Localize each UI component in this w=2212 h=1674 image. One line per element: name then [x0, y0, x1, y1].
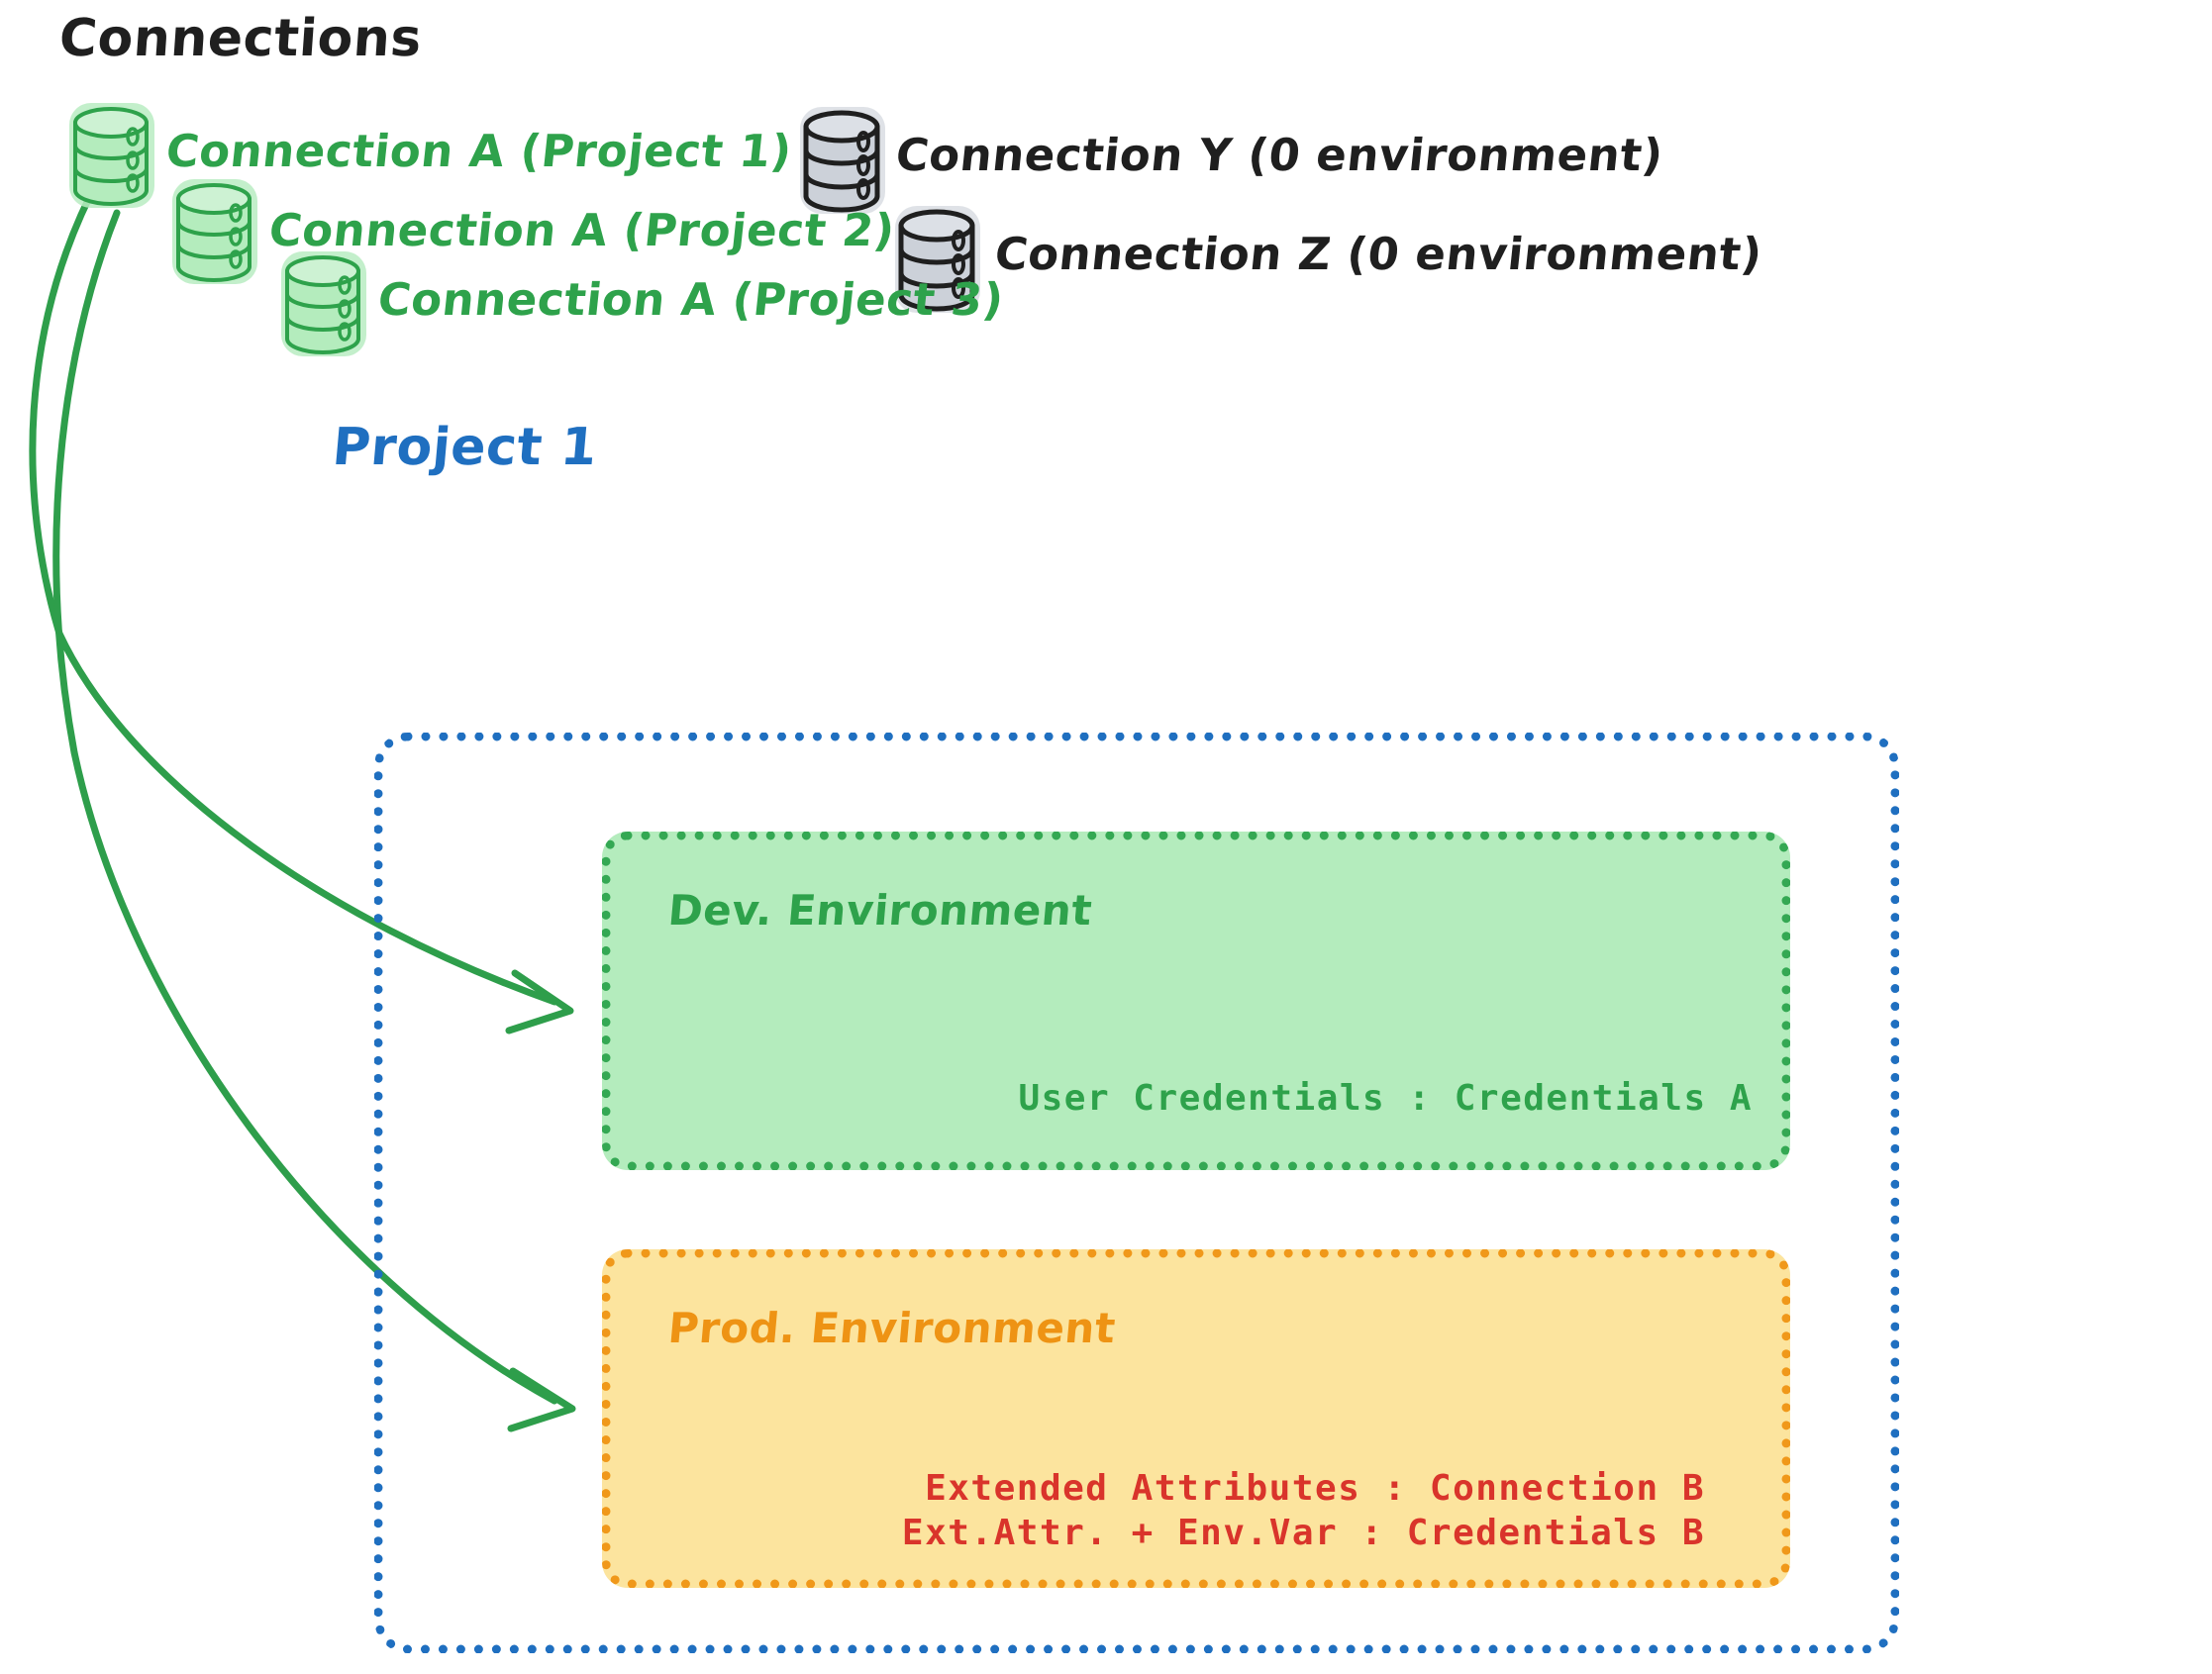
page-title: Connections — [56, 9, 425, 68]
prod-environment-ext-attr-env-var: Ext.Attr. + Env.Var : Credentials B — [901, 1513, 1705, 1553]
prod-environment-box: Prod. Environment Extended Attributes : … — [602, 1249, 1790, 1588]
project-boundary — [374, 733, 1899, 1653]
database-icon-conn-y — [800, 107, 885, 214]
prod-environment-title: Prod. Environment — [665, 1304, 1118, 1352]
connection-label-a-project-3: Connection A (Project 3) — [375, 273, 1007, 326]
prod-environment-extended-attributes: Extended Attributes : Connection B — [925, 1468, 1705, 1509]
dev-environment-user-credentials: User Credentials : Credentials A — [1018, 1078, 1753, 1119]
prod-environment-attributes: Extended Attributes : Connection B Ext.A… — [655, 1466, 1745, 1555]
connection-label-z: Connection Z (0 environment) — [992, 228, 1765, 280]
dev-environment-title: Dev. Environment — [665, 886, 1095, 935]
database-icon-conn-a-project-2 — [172, 179, 257, 284]
connection-label-y: Connection Y (0 environment) — [893, 129, 1666, 181]
database-icon-conn-a-project-1 — [69, 103, 154, 208]
connection-label-a-project-2: Connection A (Project 2) — [266, 204, 898, 256]
database-icon-conn-a-project-3 — [281, 251, 366, 356]
dev-environment-box: Dev. Environment User Credentials : Cred… — [602, 832, 1790, 1170]
project-title: Project 1 — [330, 418, 600, 477]
connection-label-a-project-1: Connection A (Project 1) — [163, 125, 795, 177]
